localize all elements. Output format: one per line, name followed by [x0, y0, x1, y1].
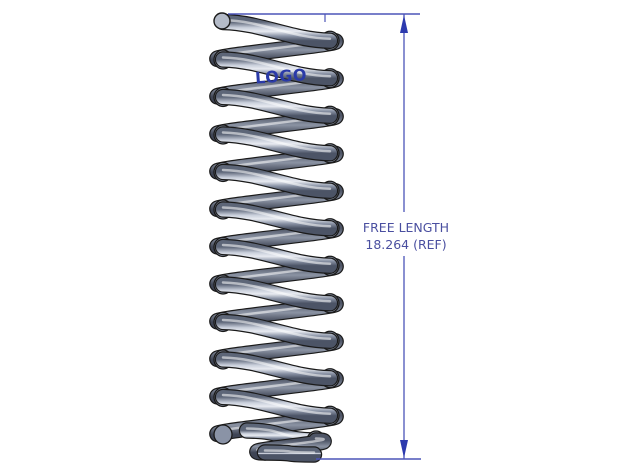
logo-label: LOGO	[254, 65, 307, 88]
coil-front-strand-fill	[216, 15, 337, 48]
coil-front-strand-highlight	[221, 243, 332, 265]
coil-front-strand-fill	[216, 52, 337, 86]
coil-front-strand-fill	[216, 202, 337, 236]
coil-front-strand-fill	[216, 352, 337, 386]
end-coil-front-fill	[258, 445, 321, 462]
coil-front-strand-highlight	[221, 206, 332, 228]
coil-front-strand-highlight	[221, 56, 332, 78]
coil-front-strand-fill	[216, 127, 337, 161]
wire-end-cap	[213, 12, 231, 30]
dimension-free-length: FREE LENGTH 18.264 (REF)	[228, 13, 449, 460]
coil-spring	[209, 12, 344, 463]
coil-front-strand-highlight	[221, 281, 332, 303]
coil-front-strand-highlight	[221, 356, 332, 378]
end-coil-front-highlight	[263, 449, 316, 454]
coil-front-strand-fill	[216, 165, 337, 198]
coil-front-strand-fill	[216, 315, 337, 348]
dimension-label: FREE LENGTH	[363, 220, 449, 235]
dimension-value: 18.264 (REF)	[365, 237, 446, 252]
coil-front-strand-highlight	[221, 18, 332, 40]
coil-front-strand-highlight	[221, 131, 332, 153]
coil-front-strand-fill	[216, 277, 337, 311]
coil-bend-left	[213, 424, 233, 445]
arrowhead-down-icon	[400, 440, 408, 458]
coil-front-strand-highlight	[221, 393, 332, 415]
coil-front-strand-highlight	[221, 93, 332, 115]
coil-front-strand-fill	[216, 390, 337, 423]
coil-front-strand-fill	[216, 240, 337, 273]
arrowhead-up-icon	[400, 15, 408, 33]
coil-front-strand-highlight	[221, 168, 332, 190]
coil-front-strand-highlight	[221, 318, 332, 340]
coil-front-strand-fill	[216, 90, 337, 123]
